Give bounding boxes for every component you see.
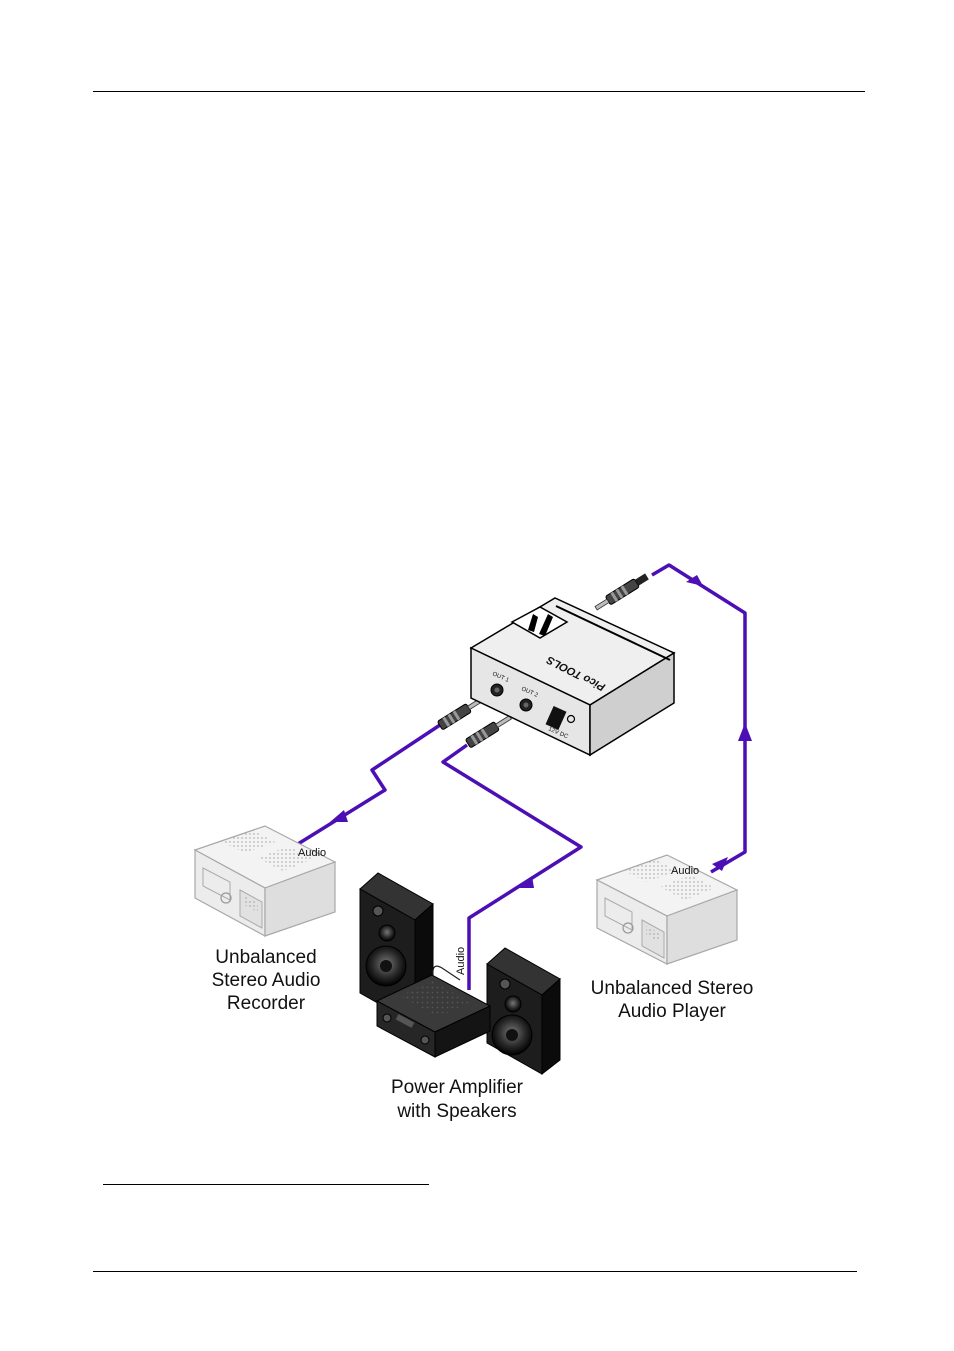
cable-label-amplifier: Audio [455,947,467,975]
recorder-caption-line-2: Stereo Audio [212,970,321,991]
cable-device-to-recorder [285,725,440,852]
footnote-rule [103,1184,429,1185]
recorder-caption-line-3: Recorder [227,993,306,1014]
recorder-caption-line-1: Unbalanced [215,947,316,968]
cable-player-to-device [652,565,745,872]
player-caption: Unbalanced Stereo Audio Player [591,978,754,1022]
audio-recorder-device [195,826,335,936]
recorder-caption: Unbalanced Stereo Audio Recorder [212,947,321,1014]
player-caption-line-2: Audio Player [618,1001,726,1022]
arrow-recorder-cable [330,810,348,822]
amplifier-caption-line-1: Power Amplifier [391,1077,524,1098]
arrow-amplifier-cable [515,876,534,888]
amplifier-caption-line-2: with Speakers [396,1101,516,1122]
speaker-right [487,948,560,1074]
pico-tools-device: Pico TOOLS OUT 1 OUT 2 12V DC [471,598,674,755]
arrow-up-player-cable [738,723,752,741]
jack-plug-out2 [465,713,513,748]
cable-label-player: Audio [671,865,699,877]
player-caption-line-1: Unbalanced Stereo [591,978,754,999]
audio-player-device [597,855,737,964]
cable-label-recorder: Audio [298,847,326,859]
amplifier-caption: Power Amplifier with Speakers [391,1077,524,1122]
footer-rule [93,1271,857,1272]
jack-plug-input [593,572,649,612]
